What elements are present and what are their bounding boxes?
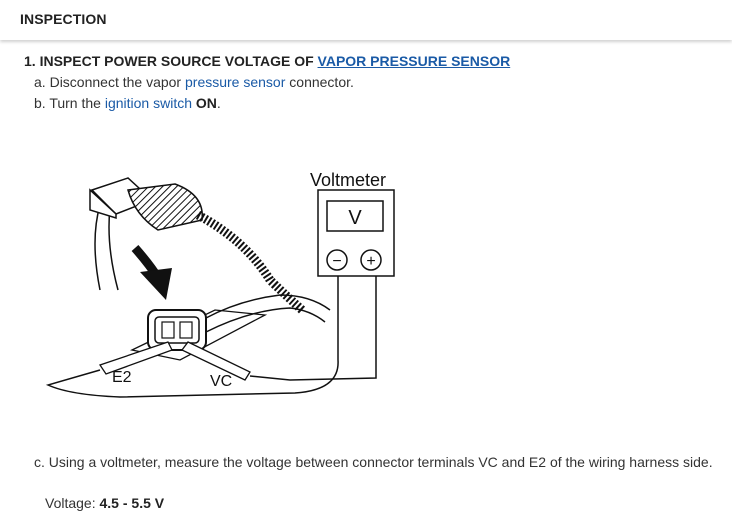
step-prefix: INSPECT POWER SOURCE VOLTAGE OF [39, 53, 314, 69]
instruction-a-post: connector. [289, 74, 354, 90]
voltage-value: 4.5 - 5.5 V [99, 495, 165, 511]
positive-terminal-icon [360, 249, 382, 271]
instruction-b: b. Turn the ignition switch ON. [34, 95, 221, 111]
instruction-c-text: Using a voltmeter, measure the voltage b… [48, 454, 713, 470]
negative-terminal-icon [326, 249, 348, 271]
terminal-vc-label: VC [210, 373, 232, 390]
ignition-switch-link[interactable]: ignition switch [104, 95, 192, 111]
voltmeter-label: Voltmeter [310, 170, 386, 190]
header-bar [0, 0, 732, 40]
instruction-a-pre: Disconnect the vapor [49, 74, 182, 90]
voltmeter: − + V [317, 189, 395, 277]
pressure-sensor-link[interactable]: pressure sensor [185, 74, 286, 90]
section-title: INSPECTION [20, 11, 107, 27]
instruction-c-marker: c. [34, 454, 45, 470]
pos-symbol: + [366, 253, 375, 270]
step-number: 1. [24, 53, 36, 69]
vapor-pressure-sensor-link[interactable]: VAPOR PRESSURE SENSOR [317, 53, 511, 69]
disconnect-arrow [131, 245, 172, 300]
neg-symbol: − [332, 253, 341, 270]
instruction-a: a. Disconnect the vapor pressure sensor … [34, 74, 354, 90]
terminal-e2-label: E2 [112, 369, 132, 386]
instruction-b-pre: Turn the [49, 95, 101, 111]
sensor-connector [89, 177, 306, 314]
voltmeter-diagram: − + V Voltmeter E2 VC [45, 170, 395, 398]
instruction-b-on: ON [195, 95, 217, 111]
voltage-spec: Voltage: 4.5 - 5.5 V [45, 495, 164, 511]
test-probes [45, 275, 377, 398]
voltage-label: Voltage: [45, 495, 96, 511]
instruction-a-marker: a. [34, 74, 46, 90]
instruction-c: c. Using a voltmeter, measure the voltag… [34, 454, 713, 470]
instruction-b-marker: b. [34, 95, 46, 111]
step-title: 1. INSPECT POWER SOURCE VOLTAGE OF VAPOR… [24, 53, 510, 69]
instruction-b-post: . [216, 95, 221, 111]
meter-unit: V [348, 207, 362, 229]
